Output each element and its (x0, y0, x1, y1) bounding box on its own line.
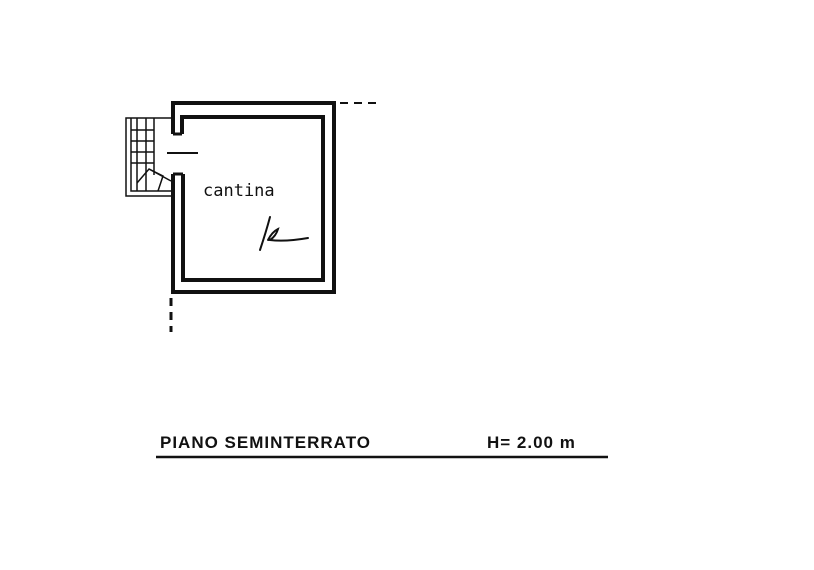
inner-wall (180, 115, 325, 282)
signature-mark (259, 216, 309, 251)
room-label-cantina: cantina (203, 181, 275, 201)
dashed-extension-lines (169, 102, 382, 332)
staircase (125, 117, 172, 197)
door-jambs (167, 132, 198, 176)
outer-wall (171, 101, 336, 294)
floor-height: H= 2.00 m (487, 433, 576, 452)
floor-title: PIANO SEMINTERRATO (160, 433, 371, 452)
